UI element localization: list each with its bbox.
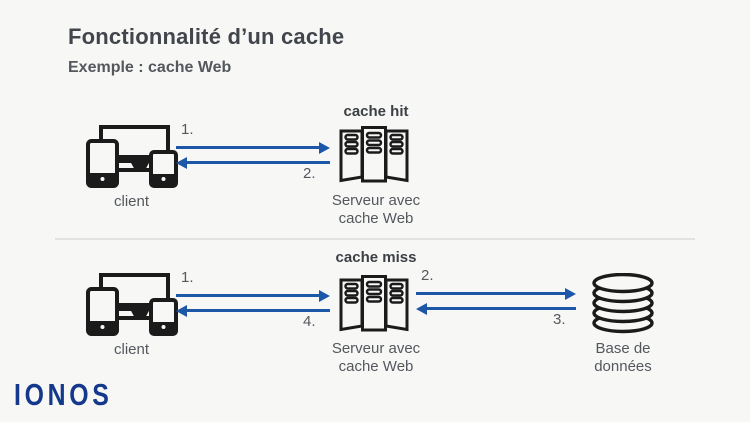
server-label-line1: Serveur avec bbox=[331, 340, 421, 357]
section-divider bbox=[55, 238, 695, 240]
database-label-line1: Base de bbox=[595, 340, 651, 357]
web-cache-server-icon bbox=[339, 126, 409, 183]
web-cache-server-icon bbox=[339, 275, 409, 332]
step-4-label: 4. bbox=[303, 313, 316, 330]
server-label-line1: Serveur avec bbox=[331, 192, 421, 209]
arrow-server-to-client bbox=[176, 304, 330, 317]
step-3-label: 3. bbox=[553, 311, 566, 328]
server-label: Serveur avec cache Web bbox=[317, 340, 435, 376]
database-icon bbox=[592, 273, 654, 334]
arrow-client-to-server bbox=[176, 141, 330, 154]
arrow-database-to-server bbox=[416, 302, 576, 315]
page-title: Fonctionnalité d’un cache bbox=[68, 24, 345, 49]
step-2-label: 2. bbox=[303, 165, 316, 182]
client-label: client bbox=[113, 193, 150, 210]
database-label-line2: données bbox=[594, 358, 652, 375]
cache-hit-label: cache hit bbox=[343, 103, 409, 120]
arrow-server-to-client bbox=[176, 156, 330, 169]
page-subtitle: Exemple : cache Web bbox=[68, 59, 232, 76]
cache-miss-label: cache miss bbox=[335, 249, 417, 266]
step-1-label: 1. bbox=[181, 121, 194, 138]
server-label-line2: cache Web bbox=[338, 358, 414, 375]
server-label: Serveur avec cache Web bbox=[317, 192, 435, 228]
database-label: Base de données bbox=[575, 340, 671, 376]
arrow-server-to-database bbox=[416, 287, 576, 300]
server-label-line2: cache Web bbox=[338, 210, 414, 227]
client-devices-icon bbox=[86, 273, 178, 336]
client-label: client bbox=[113, 341, 150, 358]
arrow-client-to-server bbox=[176, 289, 330, 302]
client-devices-icon bbox=[86, 125, 178, 188]
step-1-label: 1. bbox=[181, 269, 194, 286]
ionos-logo: IONOS bbox=[14, 378, 113, 412]
step-2-label: 2. bbox=[421, 267, 434, 284]
